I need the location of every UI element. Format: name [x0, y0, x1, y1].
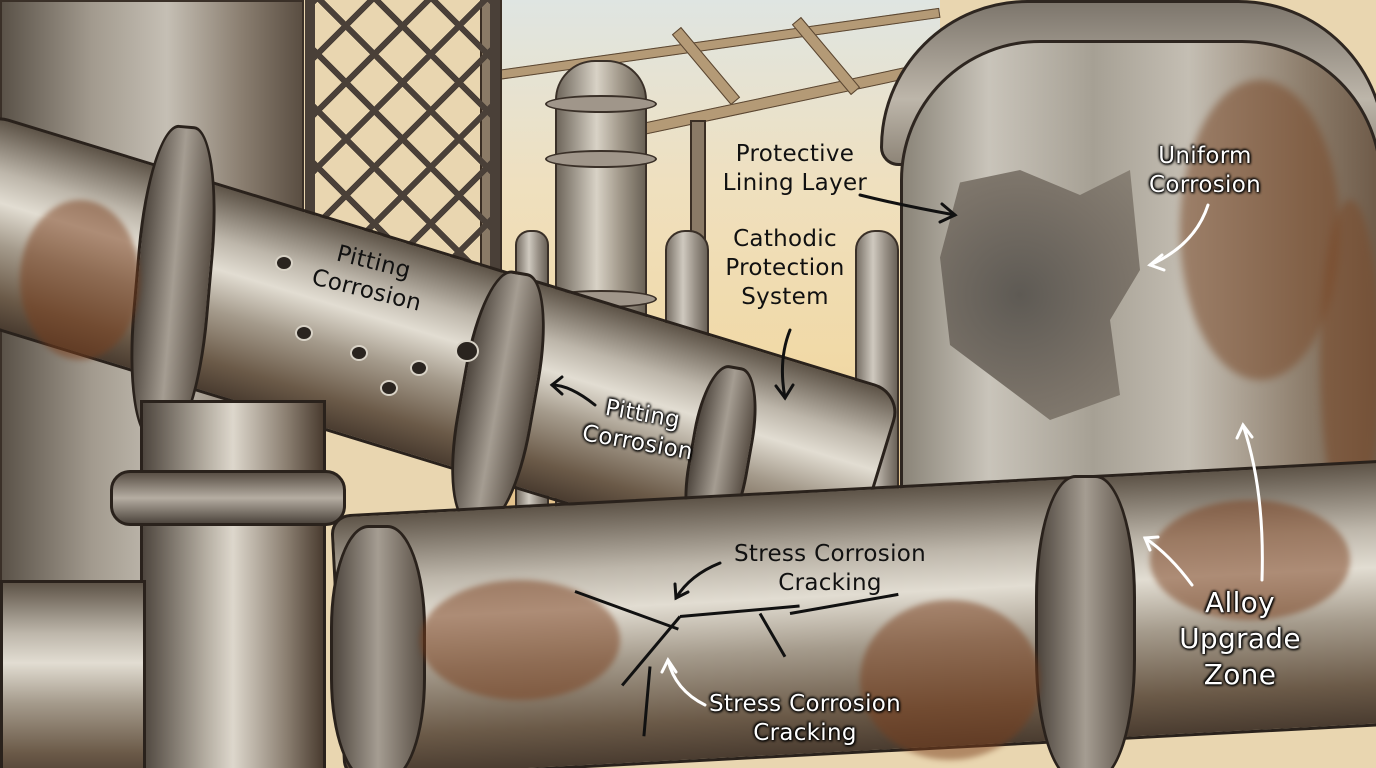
pipe-flange: [330, 525, 426, 768]
label-stress-corrosion-cracking-2: Stress Corrosion Cracking: [708, 691, 902, 746]
rust-stain: [1180, 80, 1340, 380]
rust-stain: [20, 200, 140, 360]
pipe-flange: [1035, 475, 1136, 768]
tower-platform: [545, 150, 657, 168]
corrosion-pit: [410, 360, 428, 376]
label-protective-lining: Protective Lining Layer: [722, 141, 868, 196]
pipe-flange: [110, 470, 346, 526]
rust-stain: [860, 600, 1040, 760]
corrosion-pit: [295, 325, 313, 341]
corrosion-pit: [380, 380, 398, 396]
corrosion-pit: [455, 340, 479, 362]
label-stress-corrosion-cracking-1: Stress Corrosion Cracking: [733, 541, 927, 596]
label-uniform-corrosion: Uniform Corrosion: [1149, 143, 1261, 198]
label-alloy-upgrade-zone: Alloy Upgrade Zone: [1179, 586, 1301, 691]
rust-stain: [420, 580, 620, 700]
tower-platform: [545, 95, 657, 113]
lower-left-pipe: [0, 580, 146, 768]
vertical-pipe: [140, 400, 326, 768]
corrosion-pit: [350, 345, 368, 361]
corrosion-pit: [275, 255, 293, 271]
label-cathodic-protection: Cathodic Protection System: [725, 226, 845, 310]
